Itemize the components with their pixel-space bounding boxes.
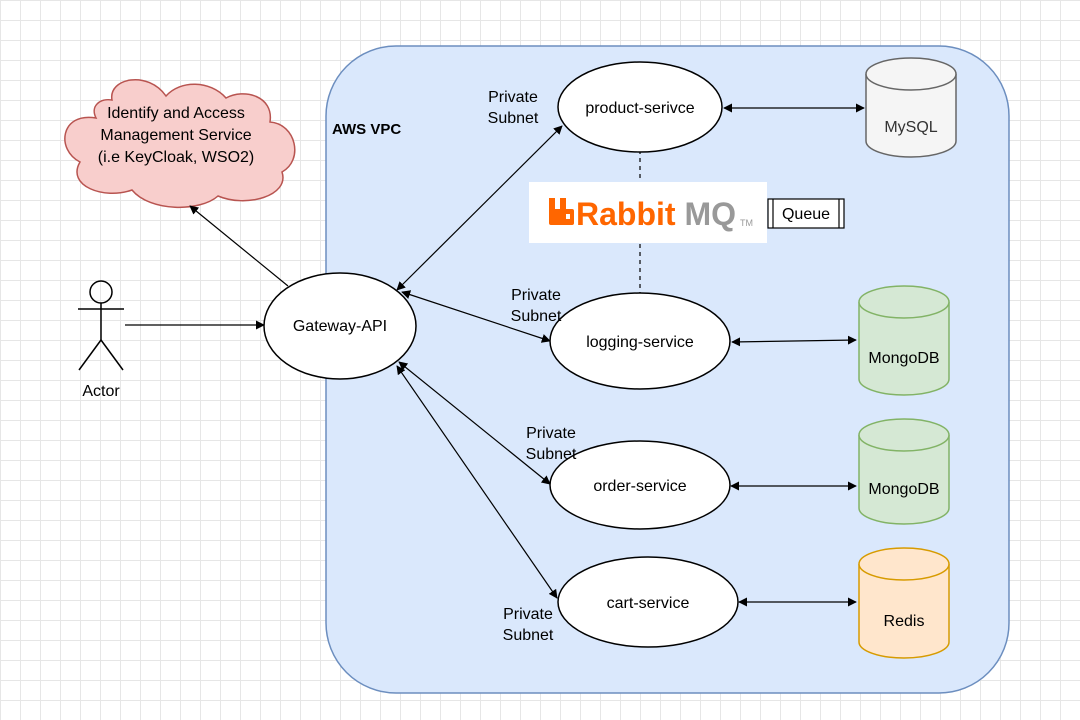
rabbitmq-brand-mq: MQ xyxy=(684,196,736,232)
rabbitmq-logo: Rabbit MQ TM xyxy=(529,182,767,243)
logging-service-node[interactable] xyxy=(549,292,731,390)
mongodb-logging-label: MongoDB xyxy=(868,350,939,367)
logging-service-label: logging-service xyxy=(586,334,694,351)
mysql-label: MySQL xyxy=(884,119,937,136)
product-service-node[interactable] xyxy=(557,61,723,153)
order-service-label: order-service xyxy=(593,478,686,495)
cart-subnet-label-line-1: Private xyxy=(503,606,553,623)
gateway-product-arrow xyxy=(396,125,563,291)
mysql-database[interactable] xyxy=(865,57,957,158)
order-subnet-label-line-2: Subnet xyxy=(526,446,577,463)
actor-figure[interactable] xyxy=(78,280,124,371)
logging-subnet-label-line-1: Private xyxy=(511,287,561,304)
rabbitmq-brand-text: Rabbit MQ xyxy=(576,196,736,232)
mongodb-order-database[interactable] xyxy=(858,418,950,525)
mongodb-logging-database[interactable] xyxy=(858,285,950,396)
gateway-cart-arrow xyxy=(396,365,558,599)
vpc-label: AWS VPC xyxy=(332,121,401,138)
queue-label: Queue xyxy=(782,206,830,223)
iam-label-line-2: Management Service xyxy=(100,127,251,144)
gateway-api-node[interactable] xyxy=(263,272,417,380)
actor-label: Actor xyxy=(82,383,120,400)
product-subnet-label-line-1: Private xyxy=(488,89,538,106)
cart-service-node[interactable] xyxy=(557,556,739,648)
queue-box[interactable] xyxy=(767,198,845,229)
logging-subnet-label-line-2: Subnet xyxy=(511,308,562,325)
rabbitmq-tm: TM xyxy=(740,218,753,228)
logging-mongo-arrow xyxy=(731,335,857,347)
gateway-logging-arrow xyxy=(401,290,551,343)
order-subnet-label-line-1: Private xyxy=(526,425,576,442)
product-subnet-label-line-2: Subnet xyxy=(488,110,539,127)
mongodb-order-label: MongoDB xyxy=(868,481,939,498)
iam-label-line-1: Identify and Access xyxy=(107,105,245,122)
iam-label-line-3: (i.e KeyCloak, WSO2) xyxy=(98,149,254,166)
cart-subnet-label-line-2: Subnet xyxy=(503,627,554,644)
iam-cloud[interactable] xyxy=(64,79,296,209)
gateway-api-label: Gateway-API xyxy=(293,318,387,335)
redis-database[interactable] xyxy=(858,547,950,659)
product-service-label: product-serivce xyxy=(585,100,694,117)
cart-service-label: cart-service xyxy=(607,595,690,612)
gateway-to-iam-arrow xyxy=(189,205,289,287)
redis-label: Redis xyxy=(884,613,925,630)
order-service-node[interactable] xyxy=(549,440,731,530)
